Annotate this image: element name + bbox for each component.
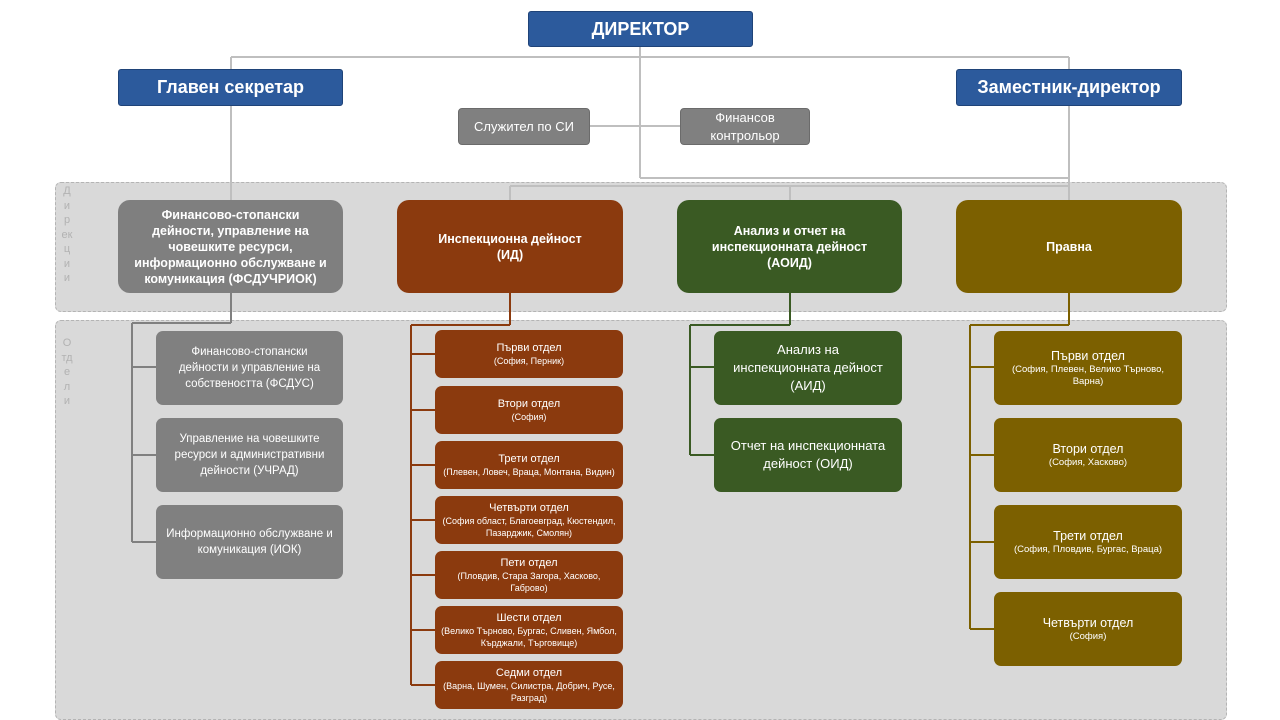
department-fsdus: Финансово-стопански дейности и управлени… (156, 331, 343, 405)
department-regions: (Велико Търново, Бургас, Сливен, Ямбол, … (441, 625, 617, 649)
department-title: Втори отдел (497, 397, 561, 410)
department-regions: (Варна, Шумен, Силистра, Добрич, Русе, Р… (443, 680, 615, 704)
department-title: Четвърти отдел (489, 501, 569, 514)
department-regions: (София, Хасково) (1048, 456, 1128, 468)
directorate-id: Инспекционна дейност (ИД) (397, 200, 623, 293)
deputy-director-box: Заместник-директор (956, 69, 1182, 106)
department-regions: (София, Плевен, Велико Търново, Варна) (1011, 363, 1164, 388)
department-regions: (Пловдив, Стара Загора, Хасково, Габрово… (457, 570, 601, 594)
department-title: Пети отдел (500, 556, 558, 569)
directorate-fsduchriok: Финансово-стопански дейности, управление… (118, 200, 343, 293)
department-legal-4: Четвърти отдел (София) (994, 592, 1182, 666)
department-id-5: Пети отдел (Пловдив, Стара Загора, Хаско… (435, 551, 623, 599)
department-id-1: Първи отдел (София, Перник) (435, 330, 623, 378)
directorate-legal: Правна (956, 200, 1182, 293)
department-regions: (София област, Благоевград, Кюстендил, П… (442, 515, 616, 539)
financial-controller-box: Финансов контрольор (680, 108, 810, 145)
department-legal-1: Първи отдел (София, Плевен, Велико Търно… (994, 331, 1182, 405)
department-regions: (София, Пловдив, Бургас, Враца) (1013, 543, 1163, 555)
department-regions: (София) (511, 411, 547, 422)
department-id-2: Втори отдел (София) (435, 386, 623, 434)
security-officer-box: Служител по СИ (458, 108, 590, 145)
department-uchrad: Управление на човешките ресурси и админи… (156, 418, 343, 492)
department-regions: (Плевен, Ловеч, Враца, Монтана, Видин) (443, 466, 615, 477)
directorates-band-label: Дирекции (61, 185, 73, 284)
department-oid: Отчет на инспекционната дейност (ОИД) (714, 418, 902, 492)
department-title: Трети отдел (1053, 528, 1123, 543)
department-title: Първи отдел (1051, 348, 1125, 363)
department-regions: (София) (1069, 630, 1107, 642)
department-id-6: Шести отдел (Велико Търново, Бургас, Сли… (435, 606, 623, 654)
director-box: ДИРЕКТОР (528, 11, 753, 47)
department-regions: (София, Перник) (493, 355, 565, 366)
department-title: Четвърти отдел (1042, 615, 1134, 630)
departments-band-label: Отдели (61, 337, 73, 407)
department-iok: Информационно обслужване и комуникация (… (156, 505, 343, 579)
department-title: Първи отдел (496, 341, 562, 354)
department-legal-3: Трети отдел (София, Пловдив, Бургас, Вра… (994, 505, 1182, 579)
department-title: Седми отдел (495, 666, 563, 679)
department-id-7: Седми отдел (Варна, Шумен, Силистра, Доб… (435, 661, 623, 709)
department-title: Втори отдел (1052, 441, 1124, 456)
department-title: Трети отдел (498, 452, 560, 465)
department-legal-2: Втори отдел (София, Хасково) (994, 418, 1182, 492)
chief-secretary-box: Главен секретар (118, 69, 343, 106)
department-title: Шести отдел (496, 611, 562, 624)
department-id-3: Трети отдел (Плевен, Ловеч, Враца, Монта… (435, 441, 623, 489)
department-aid: Анализ на инспекционната дейност (АИД) (714, 331, 902, 405)
department-id-4: Четвърти отдел (София област, Благоевгра… (435, 496, 623, 544)
directorate-aoid: Анализ и отчет на инспекционната дейност… (677, 200, 902, 293)
